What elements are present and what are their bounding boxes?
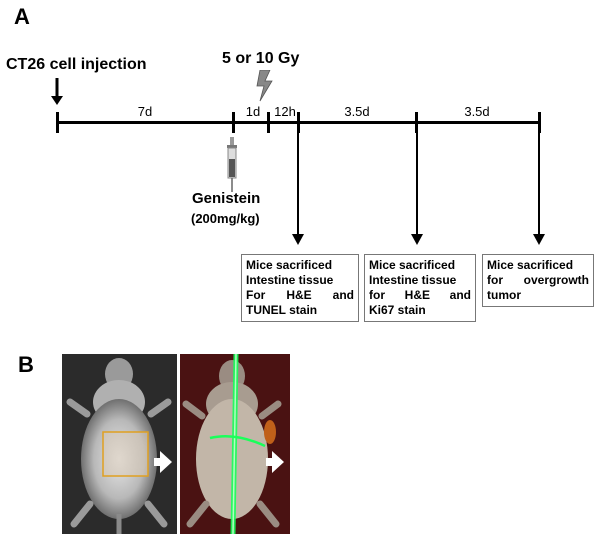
- genistein-label: Genistein: [192, 190, 261, 207]
- box-text: Mice sacrificed: [369, 258, 456, 272]
- sacrifice-arrow-icon: [411, 124, 423, 245]
- box-text: Intestine tissue: [246, 273, 334, 287]
- box-text: H&E: [286, 288, 312, 302]
- box-text: Mice sacrificed: [487, 258, 574, 272]
- tumor-arrow-icon: [154, 451, 172, 473]
- box-text: for: [369, 288, 385, 302]
- timeline-tick: [267, 112, 270, 133]
- mouse-xray-photo: [62, 354, 177, 534]
- outcome-box-2: Mice sacrificed Intestine tissue for H&E a…: [364, 254, 476, 322]
- box-text: Ki67 stain: [369, 303, 426, 317]
- outcome-box-1: Mice sacrificed Intestine tissue For H&E a…: [241, 254, 359, 322]
- box-text: H&E: [404, 288, 430, 302]
- panel-a-label: A: [14, 4, 30, 29]
- mouse-fluorescence-photo: [180, 354, 290, 534]
- timeline-tick: [232, 112, 235, 133]
- timeline-tick: [56, 112, 59, 133]
- syringe-icon: [227, 137, 237, 192]
- timeline-tick: [538, 112, 541, 133]
- sacrifice-arrow-icon: [292, 124, 304, 245]
- lightning-icon: [256, 70, 273, 102]
- box-text: Mice sacrificed: [246, 258, 333, 272]
- tumor-arrow-icon: [266, 451, 284, 473]
- injection-arrow-icon: [51, 78, 63, 105]
- panel-b-label: B: [18, 352, 34, 377]
- interval-label: 12h: [274, 104, 296, 119]
- cell-injection-label: CT26 cell injection: [6, 56, 147, 73]
- box-text: and: [449, 288, 471, 302]
- sacrifice-arrow-icon: [533, 124, 545, 245]
- box-text: TUNEL stain: [246, 303, 318, 317]
- genistein-dose-label: (200mg/kg): [191, 211, 260, 226]
- timeline-tick: [415, 112, 418, 133]
- radiation-label: 5 or 10 Gy: [222, 50, 300, 67]
- box-text: for: [487, 273, 503, 287]
- box-text: and: [332, 288, 354, 302]
- box-text: tumor: [487, 288, 521, 302]
- interval-label: 7d: [137, 104, 153, 119]
- interval-label: 1d: [245, 104, 261, 119]
- interval-label: 3.5d: [344, 104, 370, 119]
- interval-label: 3.5d: [464, 104, 490, 119]
- outcome-box-3: Mice sacrificed for overgrowth tumor: [482, 254, 594, 307]
- timeline-tick: [297, 112, 300, 133]
- box-text: overgrowth: [523, 273, 589, 287]
- box-text: For: [246, 288, 266, 302]
- box-text: Intestine tissue: [369, 273, 457, 287]
